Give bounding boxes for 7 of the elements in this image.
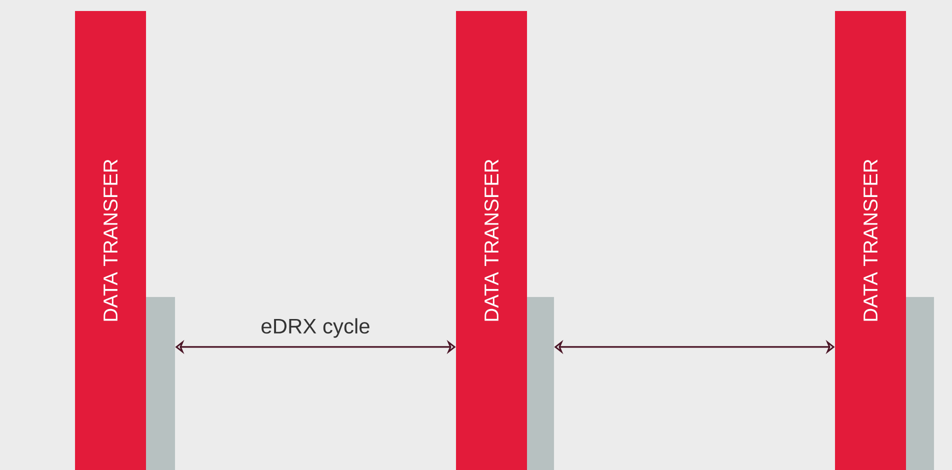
data-transfer-bar: DATA TRANSFER — [456, 11, 527, 470]
idle-bar — [146, 296, 175, 470]
data-transfer-bar: DATA TRANSFER — [75, 11, 146, 470]
idle-bar — [527, 296, 554, 470]
edge-label: eDRX cycle — [262, 318, 370, 338]
idle-bar — [906, 296, 934, 470]
data-transfer-bar: DATA TRANSFER — [835, 11, 906, 470]
